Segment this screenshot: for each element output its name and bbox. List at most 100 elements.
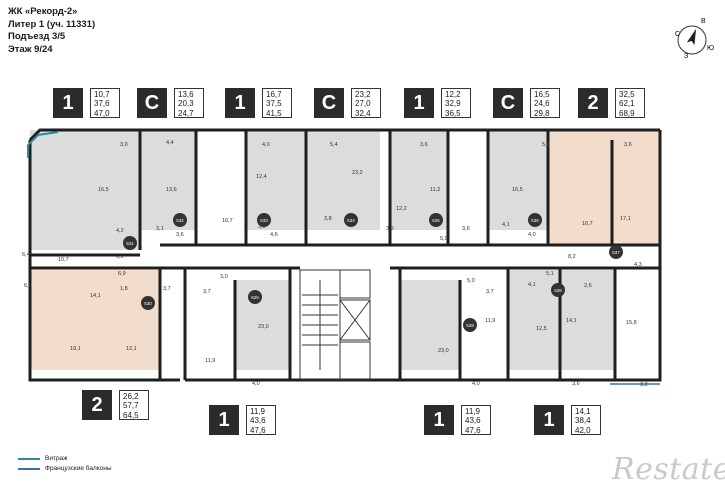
apt-532: 532 [176,218,184,223]
total-area: 43,6 [250,416,266,426]
svg-text:23,0: 23,0 [258,324,269,330]
svg-text:3,6: 3,6 [420,142,428,148]
svg-text:12,1: 12,1 [126,346,137,352]
svg-text:16,5: 16,5 [512,187,523,193]
area-with-balcony: 29,8 [534,108,550,118]
living-area: 10,7 [94,90,110,99]
svg-text:13,6: 13,6 [166,187,177,193]
total-area: 57,7 [123,401,139,411]
total-area: 62,1 [619,99,635,109]
svg-text:11,9: 11,9 [205,358,215,364]
room-fills [30,130,660,370]
svg-text:5,2: 5,2 [542,142,550,148]
unit-type-badge: 2 [578,88,608,118]
svg-text:17,1: 17,1 [620,216,631,222]
liter-label: Литер 1 (уч. 11331) [8,18,96,30]
svg-text:16,7: 16,7 [582,221,593,227]
balcony-swatch [18,468,40,470]
svg-text:1,8: 1,8 [120,286,128,292]
unit-type-badge: 1 [404,88,434,118]
area-with-balcony: 24,7 [178,108,194,118]
living-area: 13,6 [178,90,194,99]
area-with-balcony: 41,5 [266,108,282,118]
apt-534: 534 [347,218,355,223]
unit-type-badge: 1 [53,88,83,118]
living-area: 16,5 [534,90,550,99]
svg-text:5,0: 5,0 [467,278,475,284]
compass-north: С [675,31,680,38]
unit-type-badge: 1 [225,88,255,118]
svg-text:3,6: 3,6 [176,232,184,238]
apt-529: 529 [251,295,259,300]
living-area: 12,2 [445,90,461,99]
svg-text:4,0: 4,0 [472,381,480,387]
svg-text:11,9: 11,9 [485,318,495,324]
total-area: 32,9 [445,99,461,109]
living-area: 32,5 [619,90,635,99]
svg-text:4,0: 4,0 [528,232,536,238]
glazing-swatch [18,458,40,460]
svg-text:3,6: 3,6 [462,226,470,232]
entrance-label: Подъезд 3/5 [8,31,66,42]
svg-text:3,0: 3,0 [220,274,228,280]
unit-type-badge: 2 [82,390,112,420]
svg-text:3,7: 3,7 [486,289,494,295]
svg-text:11,2: 11,2 [430,187,440,193]
area-with-balcony: 32,4 [355,108,371,118]
svg-text:3,9: 3,9 [386,226,394,232]
area-with-balcony: 68,9 [619,108,635,118]
area-with-balcony: 47,6 [250,425,266,435]
unit-type-badge: С [314,88,344,118]
svg-text:5,4: 5,4 [330,142,338,148]
svg-text:3,8: 3,8 [324,216,332,222]
svg-text:14,1: 14,1 [566,318,577,324]
apt-530: 530 [144,301,152,306]
svg-text:16,7: 16,7 [222,218,233,224]
area-with-balcony: 42,0 [575,425,591,435]
svg-text:6,4: 6,4 [22,252,30,258]
compass-south: Ю [707,45,714,52]
unit-type-badge: С [493,88,523,118]
living-area: 16,7 [266,90,282,99]
living-area: 14,1 [575,407,591,416]
svg-text:3,7: 3,7 [203,289,211,295]
living-area: 26,2 [123,392,139,401]
apt-536: 536 [531,218,539,223]
svg-text:10,7: 10,7 [58,257,69,263]
watermark-logo: Restate [612,452,725,487]
svg-text:23,2: 23,2 [352,170,363,176]
area-with-balcony: 47,6 [465,425,481,435]
apt-538: 538 [554,288,562,293]
total-area: 43,6 [465,416,481,426]
svg-text:4,2: 4,2 [116,228,124,234]
apt-539: 539 [466,323,474,328]
glazing-lines [27,131,660,385]
svg-text:2,6: 2,6 [584,283,592,289]
svg-text:3,1: 3,1 [156,226,164,232]
svg-text:3,0: 3,0 [120,142,128,148]
total-area: 37,6 [94,99,110,109]
svg-text:3,7: 3,7 [163,286,171,292]
svg-text:6,2: 6,2 [116,254,124,260]
total-area: 27,0 [355,99,371,109]
living-area: 11,9 [465,407,480,416]
unit-type-badge: 1 [424,405,454,435]
svg-text:4,0: 4,0 [262,142,270,148]
svg-text:4,3: 4,3 [634,262,642,268]
total-area: 38,4 [575,416,591,426]
area-with-balcony: 36,5 [445,108,461,118]
unit-type-badge: 1 [209,405,239,435]
svg-text:12,5: 12,5 [536,326,547,332]
svg-text:19,1: 19,1 [70,346,81,352]
legend-glazing: Витраж [45,455,68,462]
svg-text:5,1: 5,1 [546,271,554,277]
svg-text:12,2: 12,2 [396,206,407,212]
svg-text:4,1: 4,1 [528,282,536,288]
